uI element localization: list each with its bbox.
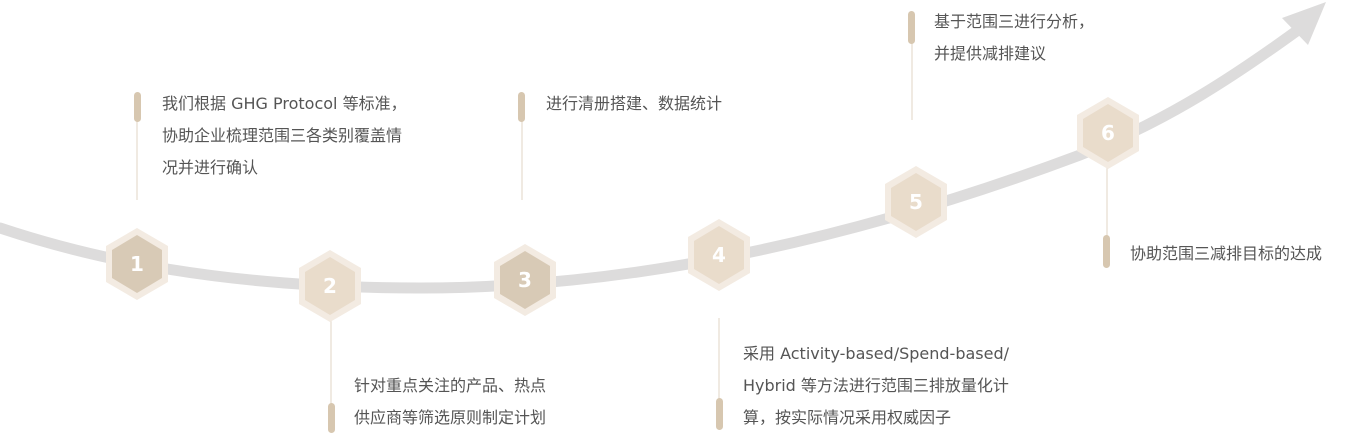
step-5-line-2: 并提供减排建议 <box>934 44 1047 63</box>
step-1-line-1: 我们根据 GHG Protocol 等标准， <box>162 94 407 113</box>
step-1-line-2: 协助企业梳理范围三各类别覆盖情 <box>162 126 403 145</box>
step-node-6: 6 <box>1077 97 1139 169</box>
step-node-2: 2 <box>299 250 361 322</box>
step-description-4: 采用 Activity-based/Spend-based/ Hybrid 等方… <box>743 338 1009 434</box>
connector-dot-5 <box>908 11 915 44</box>
hexagon-inner <box>305 257 355 315</box>
hexagon-inner <box>500 251 550 309</box>
step-node-5: 5 <box>885 166 947 238</box>
step-number-3: 3 <box>518 268 532 292</box>
step-node-3: 3 <box>494 244 556 316</box>
step-number-2: 2 <box>323 274 337 298</box>
step-1-line-3: 况并进行确认 <box>162 158 259 177</box>
connector-dot-4 <box>716 398 723 430</box>
hexagon-inner <box>891 173 941 231</box>
step-2-line-1: 针对重点关注的产品、热点 <box>354 376 547 395</box>
step-number-4: 4 <box>712 243 726 267</box>
connector-dot-3 <box>518 92 525 122</box>
step-description-6: 协助范围三减排目标的达成 <box>1130 238 1322 270</box>
step-5-line-1: 基于范围三进行分析， <box>934 12 1095 31</box>
step-description-1: 我们根据 GHG Protocol 等标准， 协助企业梳理范围三各类别覆盖情 况… <box>162 88 407 184</box>
hexagon-inner <box>1083 104 1133 162</box>
step-node-1: 1 <box>106 228 168 300</box>
step-4-line-3: 算，按实际情况采用权威因子 <box>743 408 952 427</box>
step-number-5: 5 <box>909 190 923 214</box>
step-number-1: 1 <box>130 252 144 276</box>
step-4-line-1: 采用 Activity-based/Spend-based/ <box>743 344 1010 363</box>
hexagon-inner <box>112 235 162 293</box>
step-number-6: 6 <box>1101 121 1115 145</box>
connector-dot-6 <box>1103 235 1110 268</box>
arrow-head-icon <box>1282 2 1326 45</box>
step-4-line-2: Hybrid 等方法进行范围三排放量化计 <box>743 376 1009 395</box>
step-2-line-2: 供应商等筛选原则制定计划 <box>354 408 547 427</box>
connector-dot-1 <box>134 92 141 122</box>
connector-dot-2 <box>328 403 335 433</box>
step-3-line-1: 进行清册搭建、数据统计 <box>546 94 723 113</box>
step-description-3: 进行清册搭建、数据统计 <box>546 88 722 120</box>
step-description-5: 基于范围三进行分析， 并提供减排建议 <box>934 6 1094 70</box>
step-node-4: 4 <box>688 219 750 291</box>
step-6-line-1: 协助范围三减排目标的达成 <box>1130 244 1323 263</box>
hexagon-inner <box>694 226 744 284</box>
step-description-2: 针对重点关注的产品、热点 供应商等筛选原则制定计划 <box>354 370 546 434</box>
